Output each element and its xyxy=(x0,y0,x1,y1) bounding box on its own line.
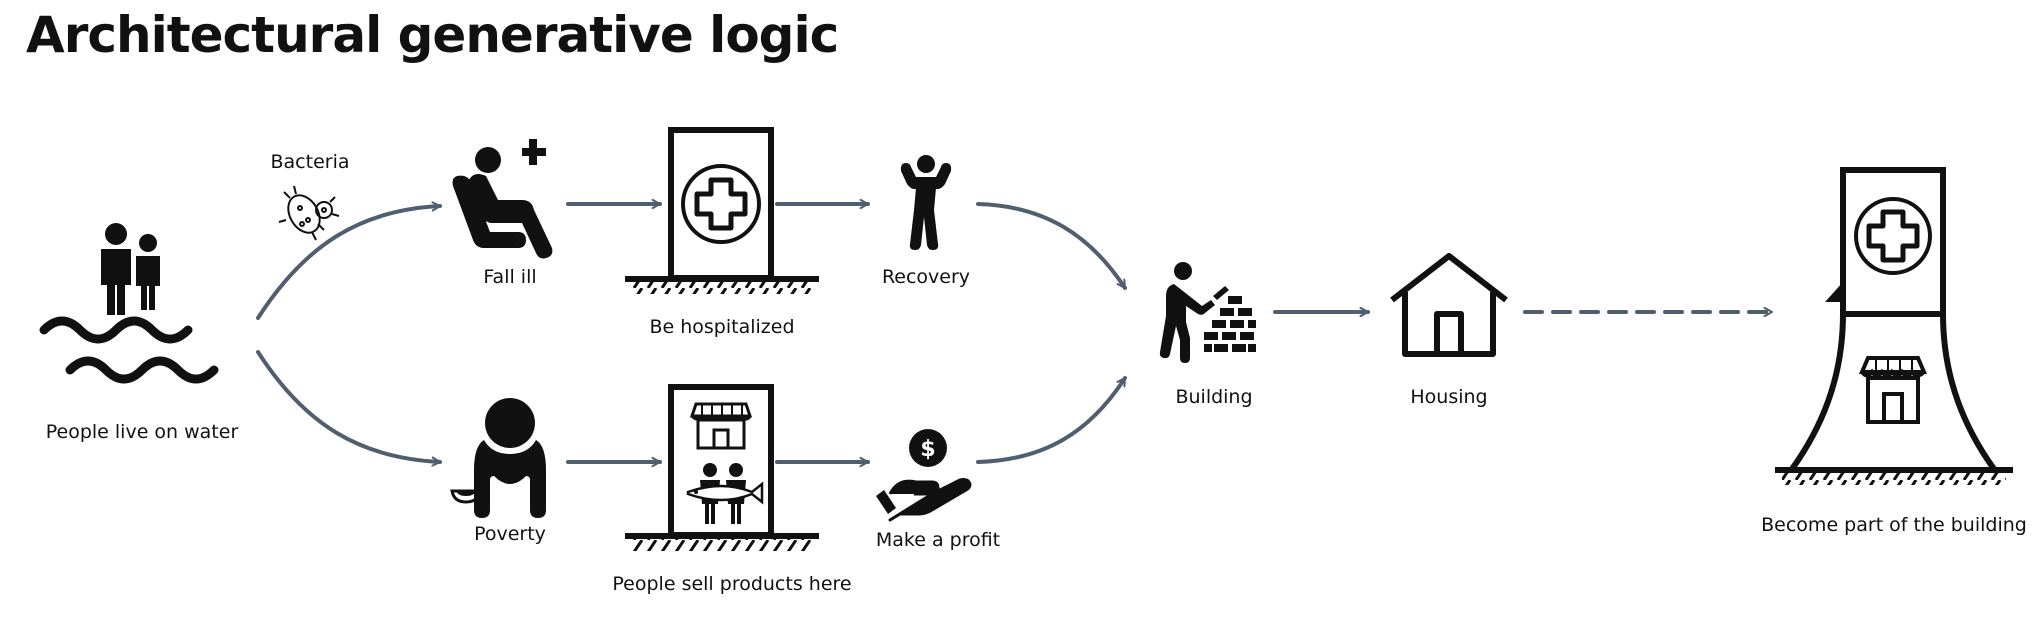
arrow-water-to-poverty xyxy=(256,350,442,462)
bacteria-icon xyxy=(278,185,340,241)
svg-text:$: $ xyxy=(920,437,935,462)
page-title: Architectural generative logic xyxy=(26,6,839,64)
arrow-profit-to-building xyxy=(976,376,1127,464)
tower-icon xyxy=(1775,167,2013,485)
fish-sellers-icon xyxy=(686,463,764,524)
label-poverty: Poverty xyxy=(474,523,546,545)
label-be-hospitalized: Be hospitalized xyxy=(649,316,795,338)
hospital-icon xyxy=(625,127,819,294)
house-icon xyxy=(1390,253,1508,357)
arrow-recovery-to-building xyxy=(976,202,1127,290)
shop-icon xyxy=(689,402,753,450)
bricklayer-icon xyxy=(1159,262,1256,363)
poverty-icon xyxy=(450,398,546,518)
label-make-profit: Make a profit xyxy=(875,529,1001,551)
arrow-water-to-fall-ill xyxy=(256,206,442,320)
label-become-part: Become part of the building xyxy=(1761,514,2027,536)
label-fall-ill: Fall ill xyxy=(483,266,537,288)
label-bacteria: Bacteria xyxy=(270,151,350,173)
people-on-water-icon xyxy=(39,223,219,384)
shop-panel xyxy=(625,384,819,551)
strong-person-icon xyxy=(900,155,952,250)
label-recovery: Recovery xyxy=(881,266,971,288)
label-housing: Housing xyxy=(1410,386,1488,408)
arrows xyxy=(256,202,1774,464)
label-building: Building xyxy=(1175,386,1253,408)
money-hand-icon: $ xyxy=(876,429,972,522)
label-people-on-water: People live on water xyxy=(45,421,239,443)
label-sell-products: People sell products here xyxy=(612,573,852,595)
sick-person-icon xyxy=(452,139,553,259)
